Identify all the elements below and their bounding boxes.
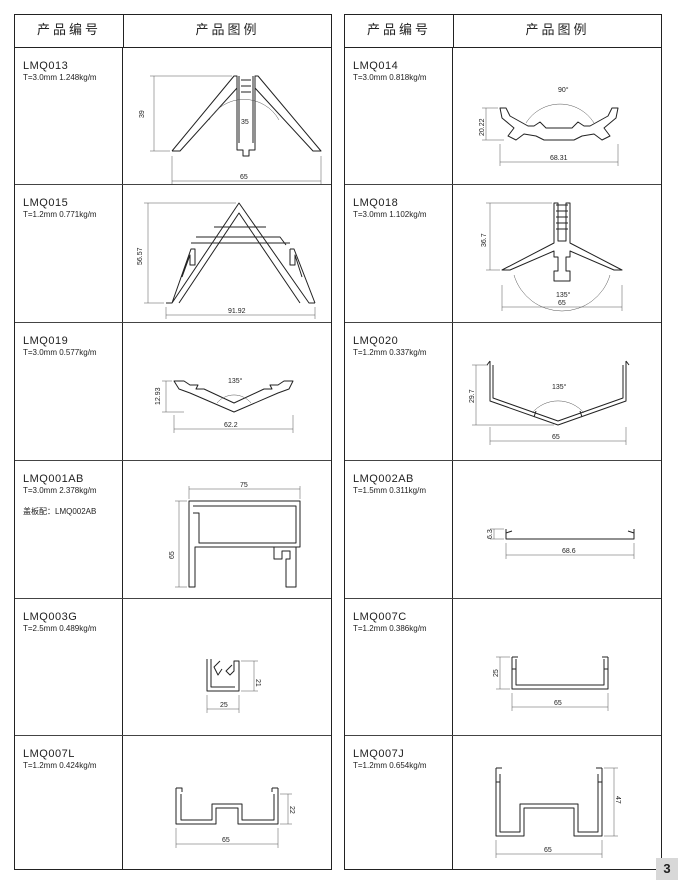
product-code: LMQ007C (353, 611, 407, 623)
product-spec: T=1.2mm 0.654kg/m (353, 761, 427, 770)
profile-drawing: 65 47 (495, 767, 621, 858)
product-info: LMQ020 T=1.2mm 0.337kg/m (345, 323, 453, 460)
product-row: LMQ015 T=1.2mm 0.771kg/m 91.92 56.57 (15, 185, 331, 323)
height-label: 29.7 (469, 389, 476, 403)
width-label: 65 (554, 700, 562, 707)
height-label: 36.7 (481, 233, 488, 247)
header-product-code: 产品编号 (345, 15, 454, 47)
product-row: LMQ007L T=1.2mm 0.424kg/m 65 22 (15, 736, 331, 870)
height-label: 25 (493, 669, 500, 677)
product-row: LMQ020 T=1.2mm 0.337kg/m 135° 65 29.7 (345, 323, 661, 461)
product-code: LMQ002AB (353, 473, 414, 485)
product-info: LMQ007L T=1.2mm 0.424kg/m (15, 736, 123, 870)
height-label: 47 (614, 796, 621, 804)
profile-drawing: 68.6 6.3 (487, 528, 635, 559)
height-label: 22 (288, 806, 295, 814)
table-header: 产品编号 产品图例 (15, 15, 331, 48)
product-row: LMQ014 T=3.0mm 0.818kg/m 90° 68.31 20.22 (345, 48, 661, 185)
product-info: LMQ007C T=1.2mm 0.386kg/m (345, 599, 453, 735)
catalog-table-left: 产品编号 产品图例 LMQ013 T=3.0mm 1.248kg/m 35 65… (14, 14, 332, 870)
product-info: LMQ003G T=2.5mm 0.489kg/m (15, 599, 123, 735)
product-spec: T=1.5mm 0.311kg/m (353, 486, 426, 495)
width-label: 62.2 (224, 422, 238, 429)
width-label: 91.92 (228, 308, 246, 315)
width-label: 65 (552, 434, 560, 441)
width-label: 65 (222, 837, 230, 844)
product-code: LMQ014 (353, 60, 399, 72)
height-label: 12.93 (155, 387, 162, 405)
product-row: LMQ007J T=1.2mm 0.654kg/m 65 47 (345, 736, 661, 870)
profile-drawing: 25 21 (206, 659, 261, 713)
profile-drawing: 135° 65 36.7 (481, 202, 623, 312)
product-row: LMQ002AB T=1.5mm 0.311kg/m 68.6 6.3 (345, 461, 661, 599)
width-label: 65 (240, 174, 248, 181)
product-code: LMQ013 (23, 60, 69, 72)
angle-label: 35 (241, 119, 249, 126)
product-row: LMQ007C T=1.2mm 0.386kg/m 65 25 (345, 599, 661, 736)
width-label: 65 (558, 300, 566, 307)
profile-drawing: 135° 62.2 12.93 (155, 377, 294, 433)
header-product-figure: 产品图例 (525, 23, 590, 38)
product-row: LMQ013 T=3.0mm 1.248kg/m 35 65 39 (15, 48, 331, 185)
product-spec: T=1.2mm 0.337kg/m (353, 348, 427, 357)
height-label: 65 (169, 551, 176, 559)
product-row: LMQ018 T=3.0mm 1.102kg/m 135° 65 36.7 (345, 185, 661, 323)
product-code: LMQ003G (23, 611, 78, 623)
profile-drawing: 75 65 (169, 482, 301, 588)
width-label: 68.6 (562, 548, 576, 555)
angle-label: 90° (558, 86, 569, 94)
header-product-code: 产品编号 (15, 15, 124, 47)
header-product-figure: 产品图例 (195, 23, 260, 38)
profile-drawing: 91.92 56.57 (137, 202, 316, 319)
product-info: LMQ013 T=3.0mm 1.248kg/m (15, 48, 123, 184)
product-code: LMQ001AB (23, 473, 84, 485)
product-spec: T=1.2mm 0.771kg/m (23, 210, 97, 219)
product-spec: T=1.2mm 0.424kg/m (23, 761, 97, 770)
page-number: 3 (656, 858, 678, 880)
product-info: LMQ015 T=1.2mm 0.771kg/m (15, 185, 123, 322)
height-label: 56.57 (137, 247, 144, 265)
table-header: 产品编号 产品图例 (345, 15, 661, 48)
product-info: LMQ007J T=1.2mm 0.654kg/m (345, 736, 453, 870)
angle-label: 135° (556, 291, 571, 299)
angle-label: 135° (552, 383, 567, 391)
height-label: 6.3 (487, 529, 494, 539)
width-label: 65 (544, 847, 552, 854)
product-spec: T=3.0mm 1.102kg/m (353, 210, 427, 219)
profile-drawing: 135° 65 29.7 (469, 360, 630, 445)
profile-drawing: 90° 68.31 20.22 (479, 86, 619, 166)
height-label: 21 (254, 679, 261, 687)
width-label: 25 (220, 702, 228, 709)
width-label: 68.31 (550, 155, 568, 162)
product-code: LMQ018 (353, 197, 399, 209)
product-info: LMQ014 T=3.0mm 0.818kg/m (345, 48, 453, 184)
product-info: LMQ001AB T=3.0mm 2.378kg/m 盖板配：LMQ002AB (15, 461, 123, 598)
product-row: LMQ019 T=3.0mm 0.577kg/m 135° 62.2 12.93 (15, 323, 331, 461)
product-code: LMQ007J (353, 748, 405, 760)
product-info: LMQ018 T=3.0mm 1.102kg/m (345, 185, 453, 322)
height-label: 39 (139, 110, 146, 118)
profile-drawing: 65 25 (493, 656, 609, 711)
product-code: LMQ015 (23, 197, 69, 209)
product-info: LMQ019 T=3.0mm 0.577kg/m (15, 323, 123, 460)
profile-drawing: 35 65 39 (139, 75, 322, 184)
product-row: LMQ003G T=2.5mm 0.489kg/m 25 21 (15, 599, 331, 736)
product-spec: T=1.2mm 0.386kg/m (353, 624, 427, 633)
height-label: 20.22 (479, 118, 486, 136)
profile-drawing: 65 22 (175, 787, 295, 848)
width-label: 75 (240, 482, 248, 489)
product-code: LMQ019 (23, 335, 69, 347)
catalog-table-right: 产品编号 产品图例 LMQ014 T=3.0mm 0.818kg/m 90° 6… (344, 14, 662, 870)
product-spec: T=3.0mm 1.248kg/m (23, 73, 97, 82)
product-code: LMQ020 (353, 335, 399, 347)
product-spec: T=2.5mm 0.489kg/m (23, 624, 97, 633)
product-spec: T=3.0mm 0.818kg/m (353, 73, 427, 82)
product-spec: T=3.0mm 2.378kg/m (23, 486, 97, 495)
cover-plate-note: 盖板配：LMQ002AB (23, 507, 97, 516)
product-spec: T=3.0mm 0.577kg/m (23, 348, 97, 357)
product-row: LMQ001AB T=3.0mm 2.378kg/m 盖板配：LMQ002AB … (15, 461, 331, 599)
product-code: LMQ007L (23, 748, 75, 760)
product-info: LMQ002AB T=1.5mm 0.311kg/m (345, 461, 453, 598)
angle-label: 135° (228, 377, 243, 385)
